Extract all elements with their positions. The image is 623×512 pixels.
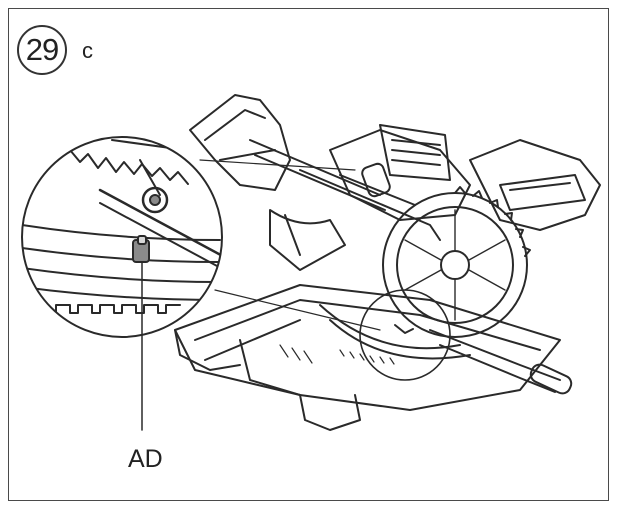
callout-label-ad: AD <box>128 445 163 473</box>
figure-frame <box>8 8 609 501</box>
miter-saw-icon <box>174 94 601 431</box>
figure-number-badge: 29 <box>17 25 67 75</box>
figure-sub-label: c <box>82 38 93 63</box>
figure-number: 29 <box>25 32 59 67</box>
magnified-detail-icon <box>21 136 381 338</box>
